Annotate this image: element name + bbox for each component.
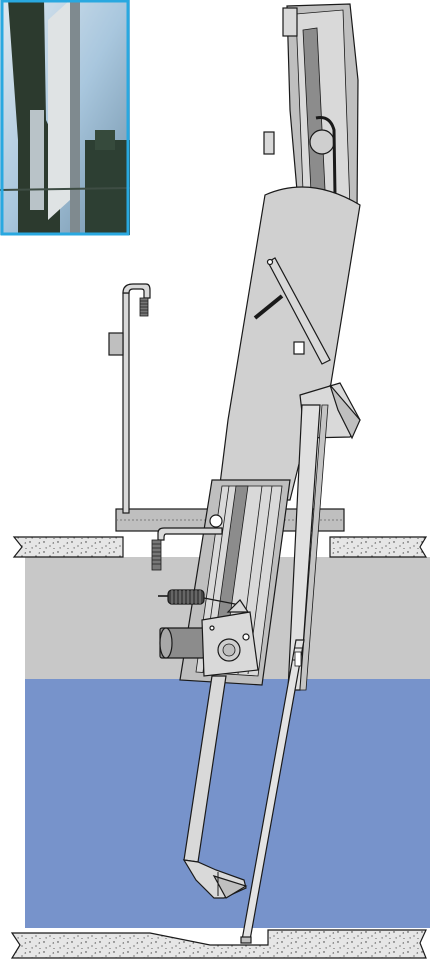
rake-arm xyxy=(182,675,248,899)
inner-spray-pipe xyxy=(151,527,223,571)
concrete-floor-top xyxy=(12,536,428,558)
guide-rail xyxy=(240,639,305,944)
drive-motor xyxy=(159,611,259,677)
concrete-floor-bottom xyxy=(10,929,427,959)
spray-pipe xyxy=(108,283,151,514)
inset-photo xyxy=(0,0,131,236)
damper-spring xyxy=(158,589,250,613)
discharge-chute xyxy=(287,382,361,691)
inner-nozzle-icon xyxy=(151,539,162,571)
upper-sprocket-icon xyxy=(309,129,335,155)
